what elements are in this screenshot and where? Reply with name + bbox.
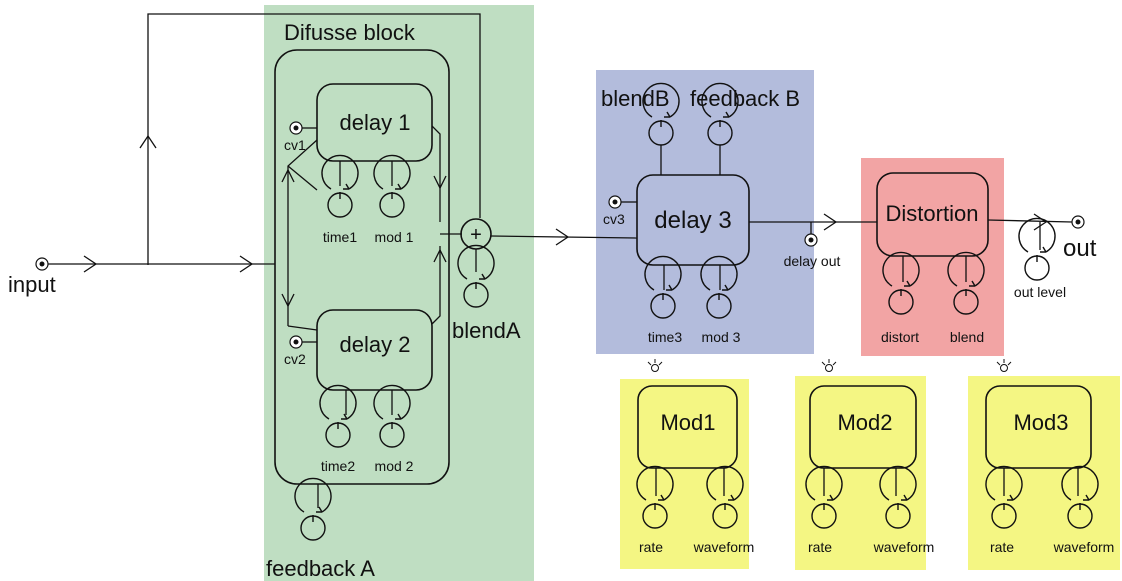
diffuse-block-frame <box>274 49 450 485</box>
arrow-icon <box>83 255 98 273</box>
mod2-knob-label: mod 2 <box>375 458 414 474</box>
mod1-rate-label: rate <box>639 539 663 555</box>
input-label: input <box>8 272 56 297</box>
mod1-knob-label: mod 1 <box>375 229 414 245</box>
arrow-icon <box>281 168 295 183</box>
cv2-jack-icon[interactable] <box>289 335 303 349</box>
arrow-icon <box>433 175 447 190</box>
distortion-section-background <box>861 158 1004 356</box>
mod2-label: Mod2 <box>837 410 892 435</box>
mod1-label: Mod1 <box>660 410 715 435</box>
bypass-wire <box>147 13 481 265</box>
diffuse-block-title: Difusse block <box>284 20 416 45</box>
blend-label: blend <box>950 329 984 345</box>
cv3-jack-icon[interactable] <box>608 195 622 209</box>
out-level-label: out level <box>1014 284 1066 300</box>
delay-out-label: delay out <box>784 253 841 269</box>
time2-label: time2 <box>321 458 355 474</box>
cv1-label: cv1 <box>284 137 306 153</box>
mod1-block[interactable] <box>637 385 738 469</box>
blend-b-label: blendB <box>601 86 670 111</box>
mod2-waveform-label: waveform <box>873 539 935 555</box>
delay3-block[interactable] <box>636 174 750 266</box>
delay2-block[interactable] <box>316 309 433 391</box>
feedback-b-label: feedback B <box>690 86 800 111</box>
mod3-label: Mod3 <box>1013 410 1068 435</box>
mod2-section-background <box>795 376 926 570</box>
mod3-rate-label: rate <box>990 539 1014 555</box>
mod2-led-icon <box>821 358 837 372</box>
arrow-icon <box>1033 213 1048 231</box>
cv1-jack-icon[interactable] <box>289 121 303 135</box>
arrow-icon <box>139 134 157 149</box>
mod1-section-background <box>620 379 749 569</box>
distortion-block[interactable] <box>876 172 989 257</box>
diffuse-block-background <box>264 5 534 581</box>
mod1-led-icon <box>647 358 663 372</box>
arrow-icon <box>239 255 254 273</box>
mod3-waveform-label: waveform <box>1053 539 1115 555</box>
arrow-icon <box>823 213 838 231</box>
distortion-label: Distortion <box>886 201 979 226</box>
mod1-waveform-label: waveform <box>693 539 755 555</box>
distort-label: distort <box>881 329 919 345</box>
out-jack-icon[interactable] <box>1071 215 1085 229</box>
feedback-a-label: feedback A <box>266 556 375 581</box>
delay3-section-background <box>596 70 814 354</box>
time3-label: time3 <box>648 329 682 345</box>
time1-label: time1 <box>323 229 357 245</box>
out-label: out <box>1063 235 1097 262</box>
input-jack-icon[interactable] <box>35 257 49 271</box>
blend-a-label: blendA <box>452 318 521 343</box>
mod3-block[interactable] <box>985 385 1092 469</box>
cv3-label: cv3 <box>603 211 625 227</box>
mod2-block[interactable] <box>809 385 917 469</box>
mod2-rate-label: rate <box>808 539 832 555</box>
mixer-symbol: + <box>470 224 482 246</box>
delay1-label: delay 1 <box>340 110 411 135</box>
arrow-icon <box>433 248 447 263</box>
delay3-label: delay 3 <box>654 207 731 234</box>
delay-out-jack-icon[interactable] <box>804 233 818 247</box>
arrow-icon <box>281 293 295 308</box>
mod3-knob-label: mod 3 <box>702 329 741 345</box>
arrow-icon <box>555 228 570 246</box>
delay1-block[interactable] <box>316 83 433 162</box>
cv2-label: cv2 <box>284 351 306 367</box>
delay2-label: delay 2 <box>340 332 411 357</box>
mod3-led-icon <box>996 358 1012 372</box>
